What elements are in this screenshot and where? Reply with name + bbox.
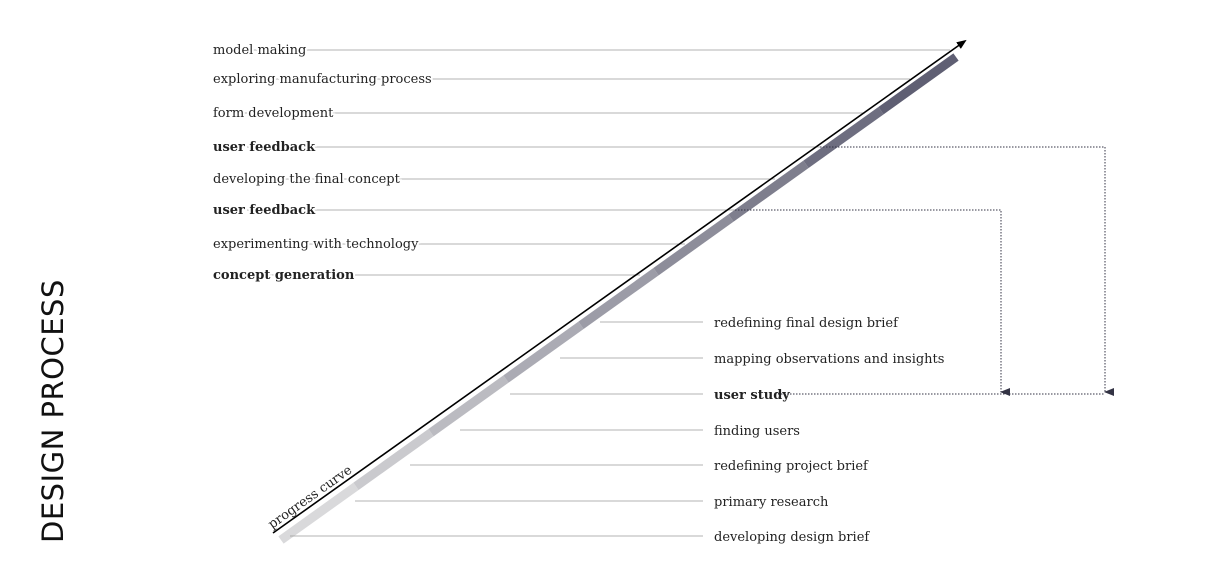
upper-step-label: concept generation bbox=[213, 268, 355, 283]
progress-band-segment bbox=[653, 214, 734, 276]
feedback-loop-inner bbox=[735, 209, 1010, 396]
upper-step-label: model making bbox=[213, 43, 306, 58]
lower-step-label: finding users bbox=[714, 424, 800, 439]
progress-band-segment bbox=[578, 268, 659, 329]
progress-band bbox=[278, 53, 959, 544]
progress-band-segment bbox=[428, 375, 509, 437]
lower-step-label: redefining project brief bbox=[714, 459, 869, 474]
upper-step-label: developing the final concept bbox=[213, 172, 401, 187]
progress-band-segment bbox=[728, 160, 809, 222]
step-lines bbox=[213, 49, 950, 537]
lower-step-label: mapping observations and insights bbox=[714, 352, 944, 367]
progress-band-segment bbox=[503, 321, 584, 383]
progress-band-segment bbox=[803, 107, 884, 168]
lower-step-label: redefining final design brief bbox=[714, 316, 899, 331]
step-labels: model making exploring manufacturing proc… bbox=[211, 41, 944, 545]
upper-step-label: user feedback bbox=[213, 203, 316, 218]
feedback-loop-outer bbox=[820, 146, 1114, 396]
lower-step-label: primary research bbox=[714, 495, 829, 510]
upper-step-label: exploring manufacturing process bbox=[213, 72, 432, 87]
upper-step-label: experimenting with technology bbox=[213, 237, 419, 252]
progress-band-segment bbox=[278, 482, 359, 544]
progress-band-segment bbox=[878, 53, 959, 115]
progress-curve-arrow bbox=[272, 39, 967, 534]
progress-band-segment bbox=[353, 429, 434, 490]
diagram-title: DESIGN PROCESS bbox=[36, 279, 70, 543]
feedback-loops bbox=[735, 146, 1114, 396]
upper-step-label: user feedback bbox=[213, 140, 316, 155]
lower-step-label: developing design brief bbox=[714, 530, 870, 545]
upper-step-label: form development bbox=[213, 106, 334, 121]
lower-step-label: user study bbox=[714, 388, 790, 403]
